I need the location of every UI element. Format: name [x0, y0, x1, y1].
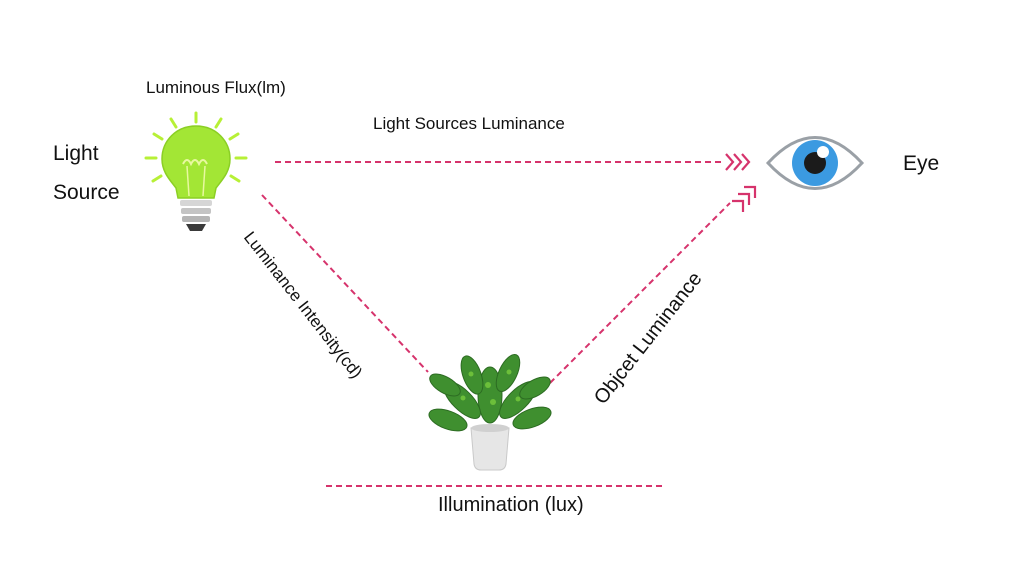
- light-sources-luminance-label: Light Sources Luminance: [373, 114, 565, 133]
- luminous-flux-label: Luminous Flux(lm): [146, 78, 286, 97]
- potted-plant-icon: [428, 353, 552, 471]
- arrow-up-right-icon: [732, 185, 757, 212]
- light-source-label-line2: Source: [53, 181, 120, 204]
- lightbulb-icon: [144, 111, 248, 231]
- eye-label: Eye: [903, 152, 940, 175]
- light-source-label-line1: Light: [53, 142, 99, 165]
- connectors: [261, 161, 731, 487]
- arrow-right-icon: [725, 153, 751, 171]
- object-to-eye-line: [549, 202, 731, 384]
- illumination-label: Illumination (lux): [438, 494, 584, 516]
- source-to-object-line: [261, 194, 429, 373]
- eye-icon: [765, 136, 865, 190]
